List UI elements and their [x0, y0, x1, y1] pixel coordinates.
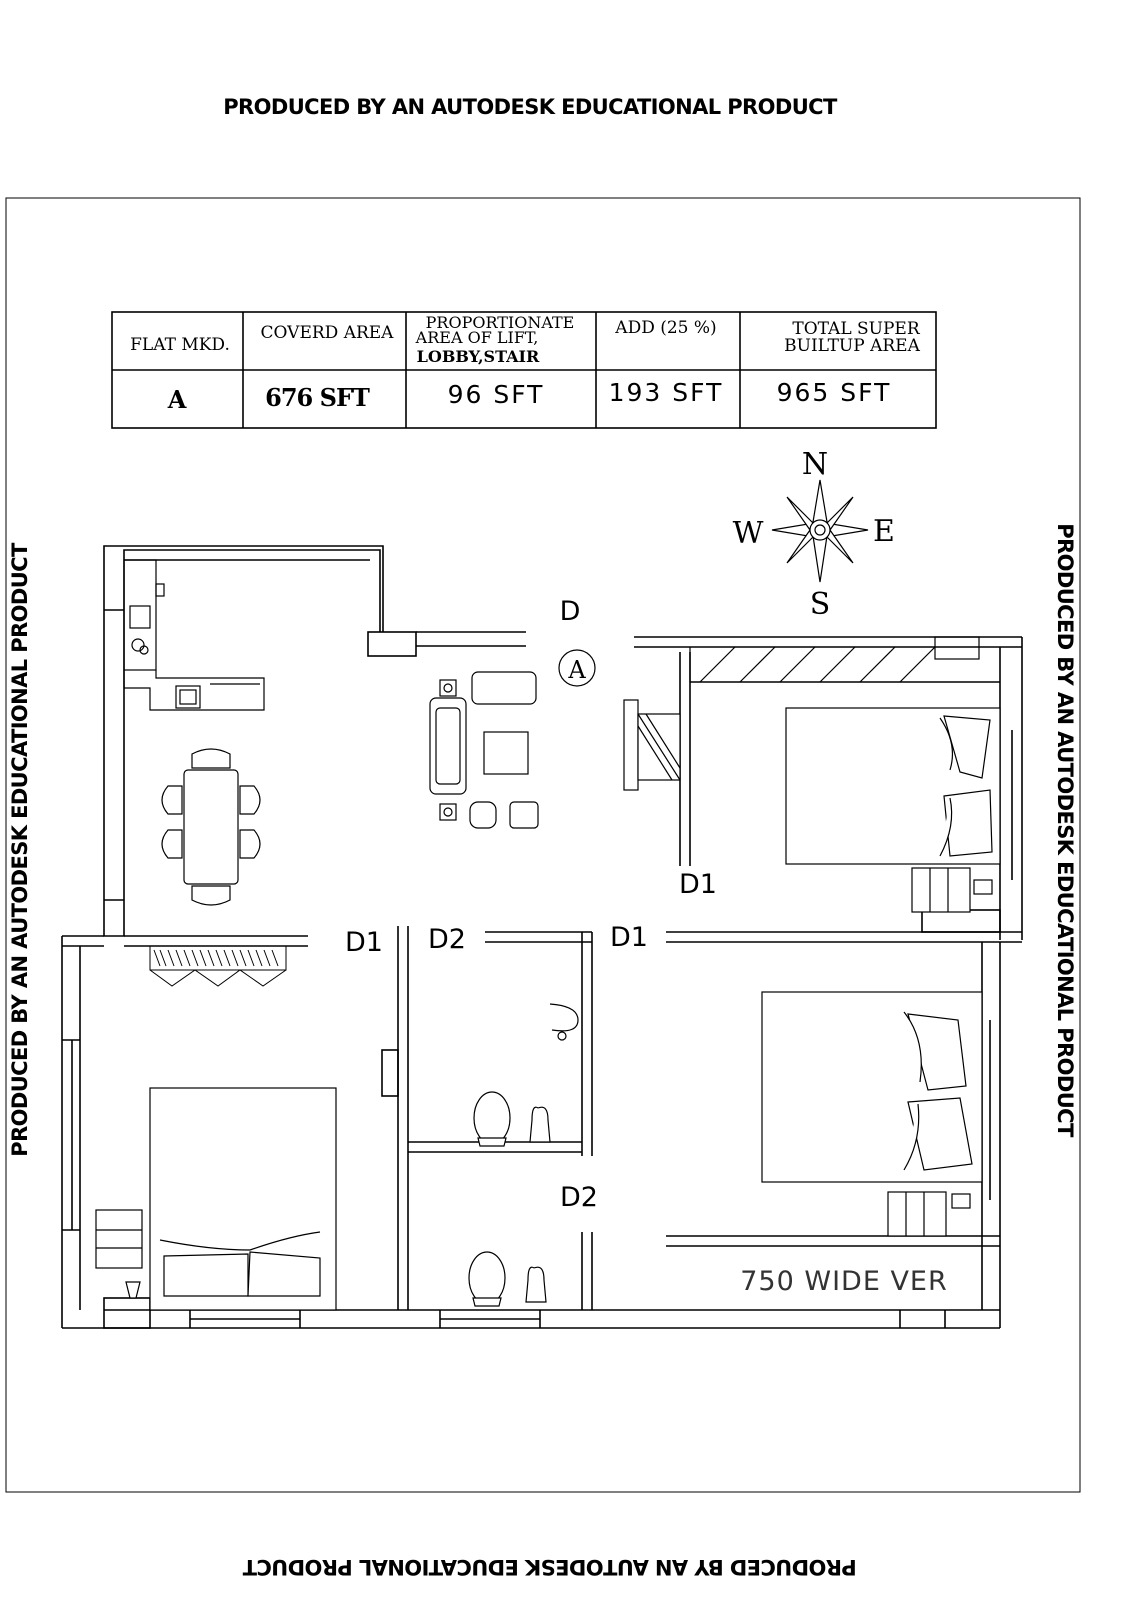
cell-total: 965 SFT	[777, 378, 892, 407]
bath-fixtures	[468, 1003, 579, 1307]
header-proportionate-3: LOBBY,STAIR	[417, 347, 540, 366]
cell-flat: A	[167, 385, 187, 414]
dining-table	[161, 748, 261, 906]
bed-southeast	[761, 991, 983, 1237]
compass-rose	[771, 479, 869, 583]
door-label-main: D	[560, 596, 581, 627]
door-label-left: D1	[345, 927, 383, 958]
living-furniture	[429, 649, 681, 829]
compass-west: W	[733, 516, 764, 551]
kitchen-overhead-cabinet	[149, 945, 287, 987]
area-table	[111, 311, 937, 429]
header-total-1: TOTAL SUPER	[792, 319, 920, 339]
header-add: ADD (25 %)	[614, 318, 716, 338]
balcony-hatch	[689, 636, 980, 683]
cell-covered: 676 SFT	[265, 383, 370, 412]
table-headers: FLAT MKD. COVERD AREA PROPORTIONATE AREA…	[130, 313, 921, 366]
cell-add: 193 SFT	[609, 378, 724, 407]
cell-proportionate: 96 SFT	[448, 380, 545, 409]
flat-marker: A	[567, 656, 586, 684]
compass-east: E	[873, 514, 895, 549]
watermark-top: PRODUCED BY AN AUTODESK EDUCATIONAL PROD…	[223, 95, 837, 119]
bed-southwest	[95, 1087, 337, 1311]
door-label-bath-bottom: D2	[560, 1182, 598, 1213]
ventilator-note: 750 WIDE VER	[740, 1266, 948, 1297]
door-label-bedroom-ne: D1	[679, 869, 717, 900]
drawing-border	[5, 197, 1081, 1493]
door-labels: D D1 D1 D2 D1 D2	[345, 596, 717, 1213]
door-label-bath-top: D2	[428, 924, 466, 955]
compass-north: N	[802, 447, 828, 482]
bed-northeast	[785, 707, 1001, 913]
header-proportionate-1: PROPORTIONATE	[426, 313, 575, 332]
compass-south: S	[810, 587, 831, 622]
door-label-bedroom-se: D1	[610, 922, 648, 953]
header-flat: FLAT MKD.	[130, 335, 230, 355]
header-total-2: BUILTUP AREA	[784, 336, 920, 356]
header-covered: COVERD AREA	[261, 323, 395, 343]
walls	[61, 545, 1023, 1329]
kitchen-counter	[123, 559, 265, 711]
header-proportionate-2: AREA OF LIFT,	[415, 328, 539, 347]
